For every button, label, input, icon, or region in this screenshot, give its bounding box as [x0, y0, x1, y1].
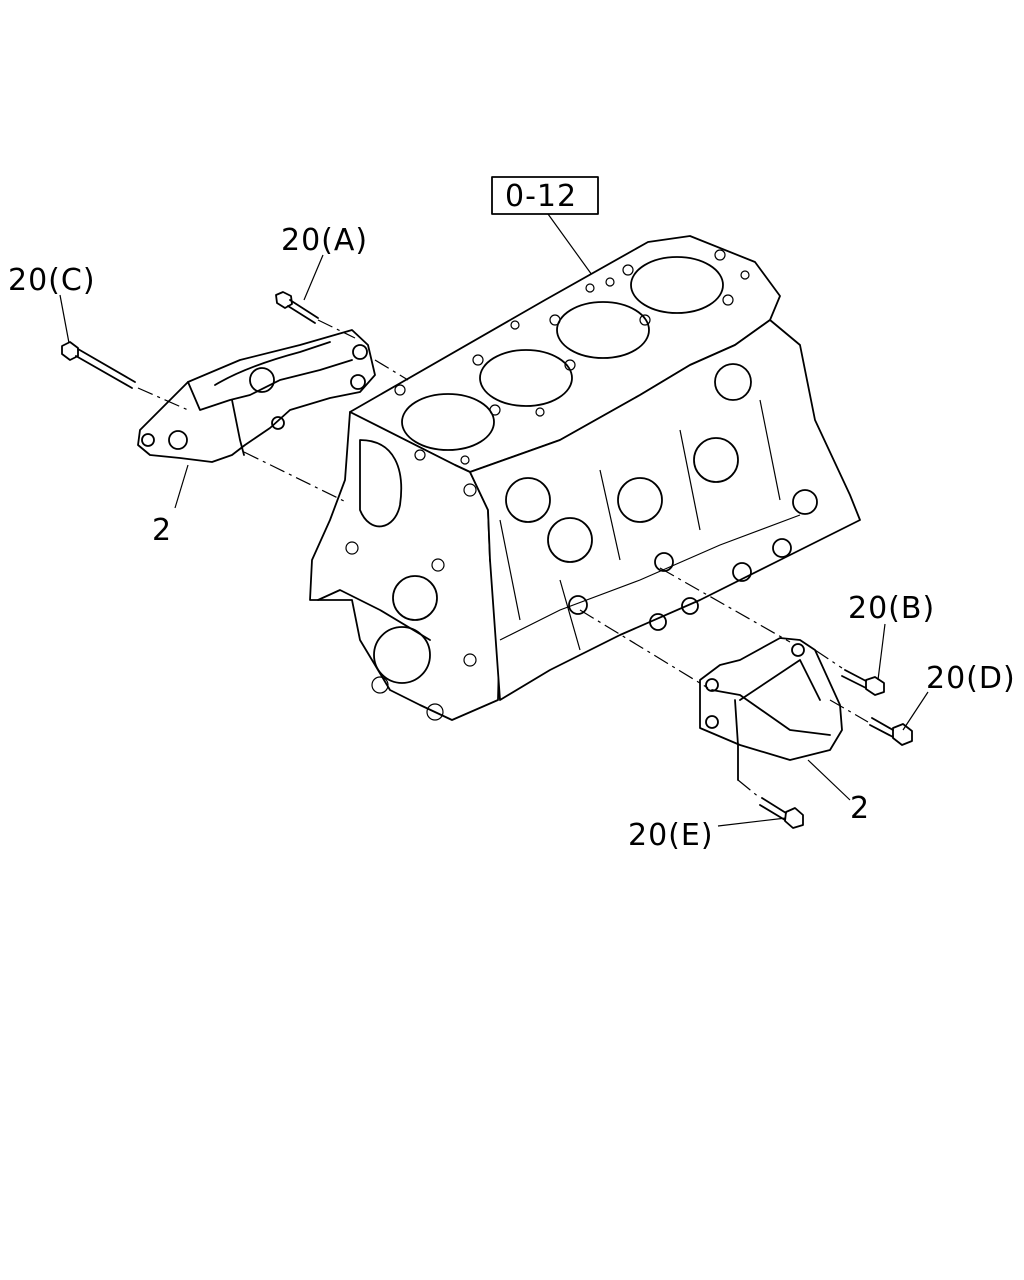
callout-bolt-a: 20(A) [281, 223, 368, 258]
bolt-d[interactable] [869, 717, 913, 746]
engine-block [309, 235, 861, 721]
bolt-e[interactable] [759, 797, 804, 829]
bolt-b[interactable] [841, 669, 885, 696]
callout-bolt-e: 20(E) [628, 818, 714, 853]
callout-bracket-right: 2 [850, 791, 870, 826]
assembly-centerlines [137, 319, 869, 799]
callout-bolt-d: 20(D) [926, 661, 1016, 696]
reference-box-label: 0-12 [505, 179, 577, 214]
callout-bolt-b: 20(B) [848, 591, 935, 626]
bolt-a[interactable] [275, 291, 319, 324]
leader-lines [59, 254, 929, 827]
reference-leader-line [547, 213, 593, 276]
bolt-c[interactable] [61, 341, 136, 389]
callout-bolt-c: 20(C) [8, 263, 96, 298]
engine-mount-bracket-right[interactable] [699, 637, 843, 781]
reference-box[interactable]: 0-12 [491, 176, 599, 215]
callout-bracket-left: 2 [152, 513, 172, 548]
engine-mount-bracket-left[interactable] [137, 329, 376, 463]
